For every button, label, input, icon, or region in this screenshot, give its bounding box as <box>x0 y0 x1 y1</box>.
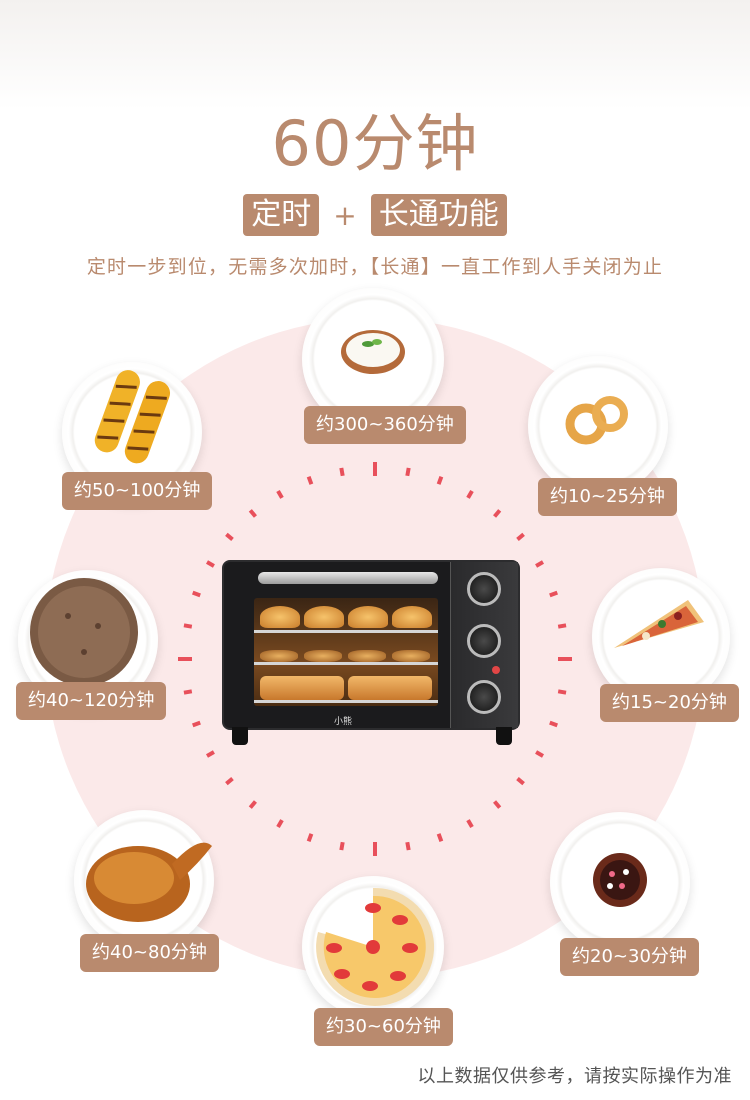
cookies-icon <box>565 396 628 445</box>
minor-tick <box>405 841 411 851</box>
minor-tick <box>339 841 345 851</box>
oven-window <box>254 598 438 706</box>
minor-tick <box>436 476 444 485</box>
minor-tick <box>339 467 345 477</box>
minor-tick <box>192 720 201 728</box>
minor-tick <box>205 560 215 568</box>
major-tick <box>178 657 192 661</box>
minor-tick <box>535 750 545 758</box>
corn-time-label: 约50~100分钟 <box>62 472 213 510</box>
major-tick <box>373 842 377 856</box>
timer-badge: 定时 <box>243 194 320 236</box>
cake-time-label: 约30~60分钟 <box>314 1008 453 1046</box>
pizza-time-label: 约15~20分钟 <box>600 684 739 722</box>
cupcake-plate <box>550 812 690 952</box>
yogurt-bowl-icon <box>341 330 405 374</box>
oven-foot <box>232 727 248 745</box>
bread-loaf <box>260 676 344 700</box>
cookies-time-label: 约10~25分钟 <box>538 478 677 516</box>
major-tick <box>558 657 572 661</box>
minor-tick <box>516 777 525 786</box>
yogurt-time-label: 约300~360分钟 <box>304 406 466 444</box>
oven-rack <box>254 630 438 633</box>
roast-chicken-icon <box>86 842 212 922</box>
bun <box>348 606 388 628</box>
minor-tick <box>225 777 234 786</box>
minor-tick <box>466 489 474 499</box>
tart <box>260 650 298 662</box>
minor-tick <box>306 476 314 485</box>
tart <box>392 650 430 662</box>
minor-tick <box>466 819 474 829</box>
bun <box>392 606 432 628</box>
minor-tick <box>225 532 234 541</box>
minor-tick <box>248 800 257 809</box>
pizza-plate <box>592 568 730 706</box>
plus-sign: + <box>333 198 357 232</box>
headline-60-minutes: 60分钟 <box>271 107 479 180</box>
oven-foot <box>496 727 512 745</box>
chicken-plate <box>74 810 214 950</box>
power-indicator <box>492 666 500 674</box>
minor-tick <box>405 467 411 477</box>
minor-tick <box>183 689 193 695</box>
function-knob[interactable] <box>467 624 501 658</box>
minor-tick <box>436 833 444 842</box>
minor-tick <box>535 560 545 568</box>
oven-brand-logo: 小熊 <box>334 717 353 727</box>
round-bread-icon <box>30 578 138 686</box>
bun <box>260 606 300 628</box>
cupcake-time-label: 约20~30分钟 <box>560 938 699 976</box>
minor-tick <box>549 720 558 728</box>
bread-loaf <box>348 676 432 700</box>
tart <box>304 650 342 662</box>
temperature-knob[interactable] <box>467 572 501 606</box>
major-tick <box>373 462 377 476</box>
cookies-plate <box>528 356 668 496</box>
disclaimer-note: 以上数据仅供参考，请按实际操作为准 <box>417 1066 732 1087</box>
oven-control-panel <box>450 562 518 728</box>
feature-description: 定时一步到位，无需多次加时，【长通】一直工作到人手关闭为止 <box>86 256 664 278</box>
minor-tick <box>516 532 525 541</box>
minor-tick <box>192 590 201 598</box>
minor-tick <box>248 509 257 518</box>
minor-tick <box>493 509 502 518</box>
minor-tick <box>276 819 284 829</box>
minor-tick <box>557 689 567 695</box>
minor-tick <box>306 833 314 842</box>
minor-tick <box>549 590 558 598</box>
oven-rack <box>254 662 438 665</box>
minor-tick <box>183 623 193 629</box>
grilled-corn-icon <box>94 370 171 464</box>
fruit-cake-icon <box>316 887 434 1006</box>
minor-tick <box>205 750 215 758</box>
oven-handle <box>258 572 438 584</box>
chocolate-cupcake-icon <box>593 853 647 907</box>
continuous-mode-badge: 长通功能 <box>370 194 507 236</box>
minor-tick <box>557 623 567 629</box>
feature-line: 定时 + 长通功能 <box>0 194 750 236</box>
chicken-time-label: 约40~80分钟 <box>80 934 219 972</box>
bun <box>304 606 344 628</box>
pizza-slice-icon <box>614 600 704 648</box>
cake-plate <box>302 876 444 1018</box>
oven-image: 小熊 <box>222 560 520 730</box>
oven-rack <box>254 700 438 703</box>
minor-tick <box>276 489 284 499</box>
minor-tick <box>493 800 502 809</box>
timer-knob[interactable] <box>467 680 501 714</box>
bread-time-label: 约40~120分钟 <box>16 682 167 720</box>
tart <box>348 650 386 662</box>
